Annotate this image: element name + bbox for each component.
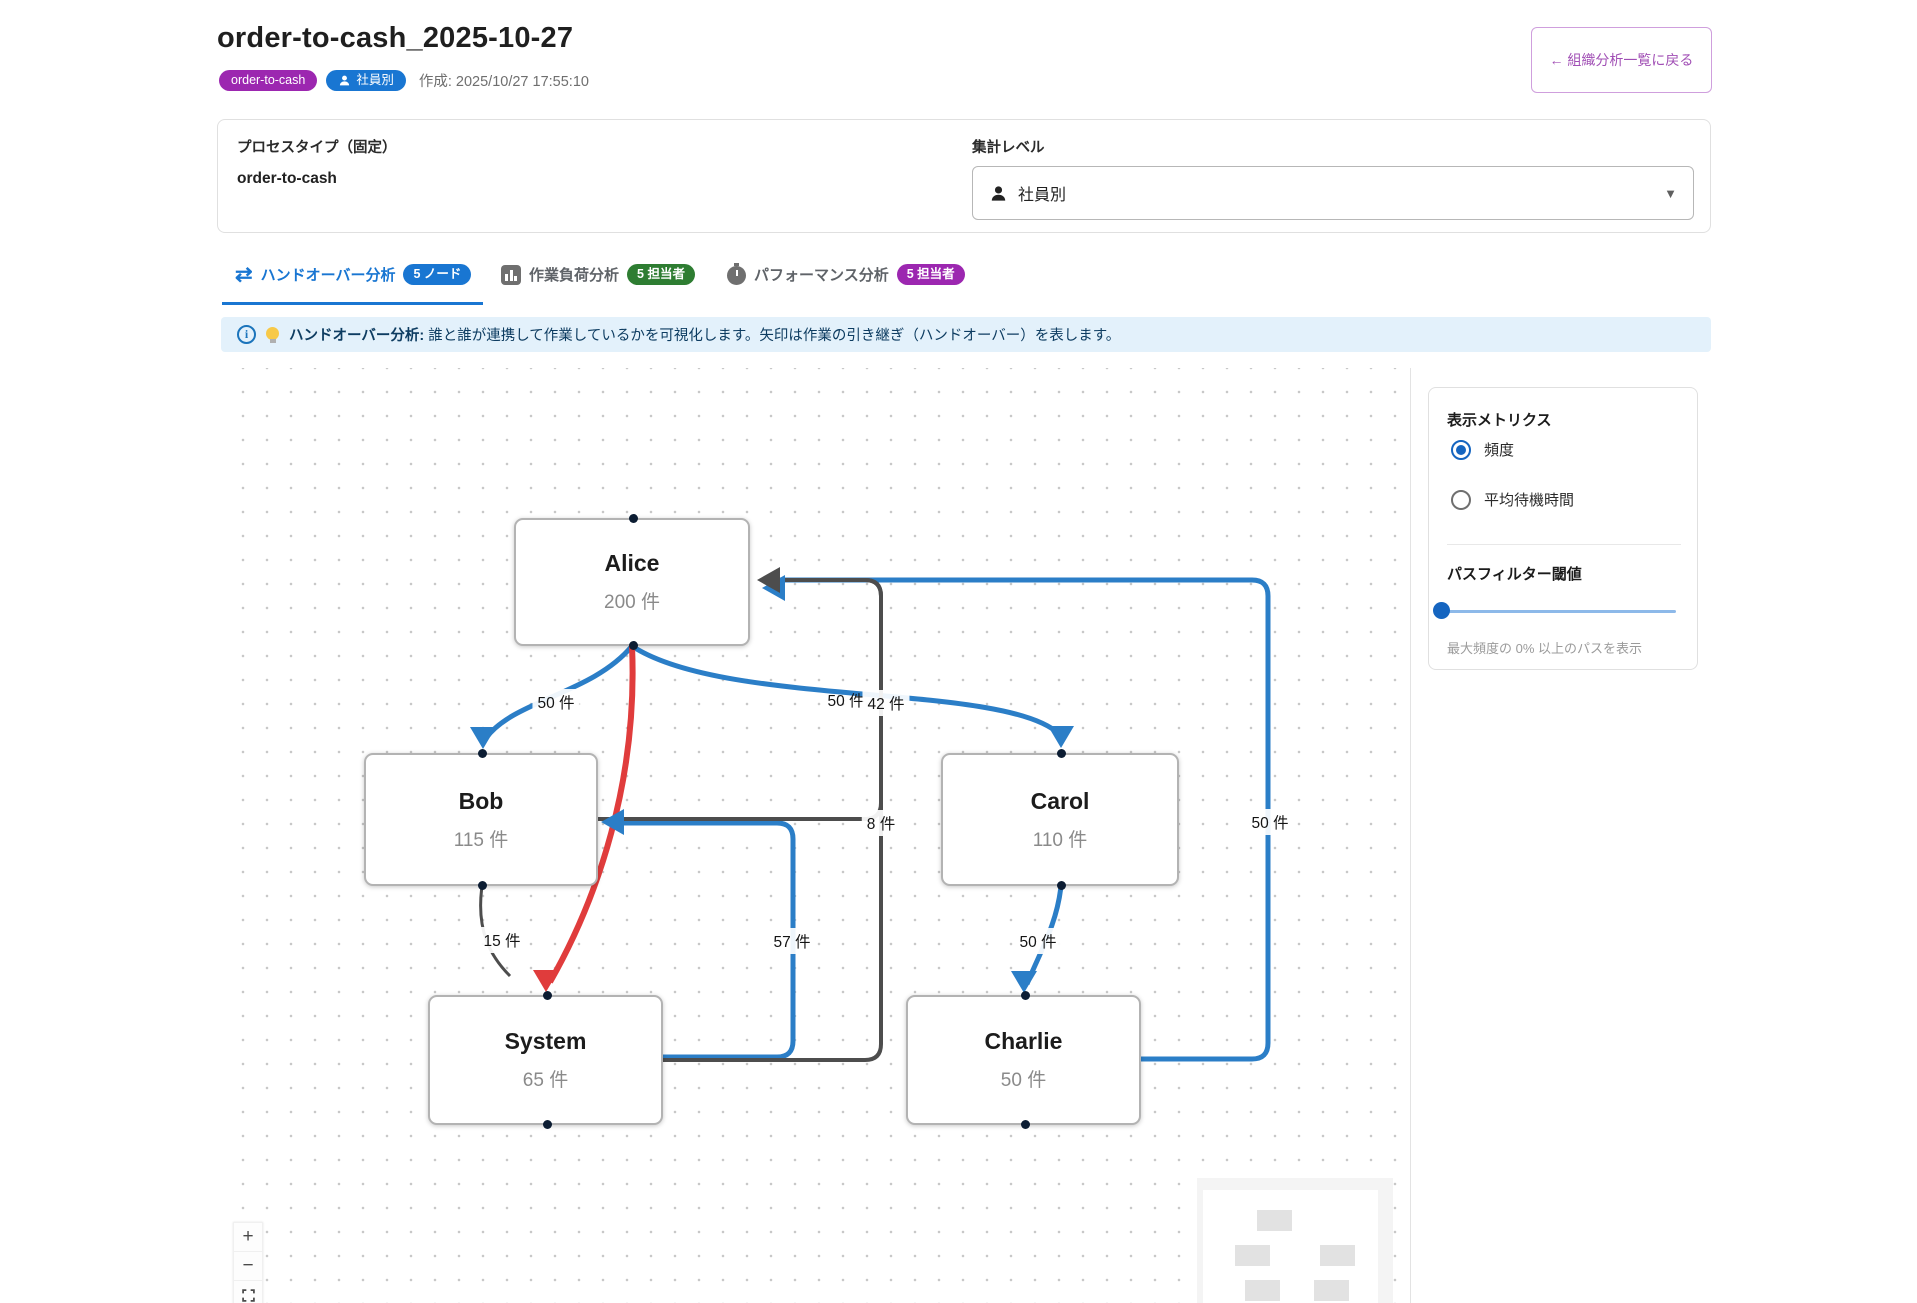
edge-label: 50 件 [827,693,865,710]
arrowhead-icon [1048,726,1074,748]
tab-workload-analysis[interactable]: 作業負荷分析 5 担当者 [501,264,695,285]
node-count: 50 件 [1000,1070,1047,1091]
node-handle-bottom[interactable] [478,881,487,890]
graph-node-charlie[interactable]: Charlie 50 件 [906,991,1141,1129]
aggregation-level-value: 社員別 [1018,187,1067,204]
node-handle-top[interactable] [1057,749,1066,758]
node-label: System [504,1028,587,1054]
threshold-slider-track[interactable] [1448,610,1676,613]
threshold-hint: 最大頻度の 0% 以上のパスを表示 [1447,641,1643,656]
radio-frequency[interactable]: 頻度 [1451,439,1514,460]
created-timestamp: 作成: 2025/10/27 17:55:10 [418,74,589,90]
active-tab-indicator [222,302,483,305]
node-handle-bottom[interactable] [1057,881,1066,890]
page-title: order-to-cash_2025-10-27 [217,22,574,54]
metrics-title: 表示メトリクス [1447,412,1552,429]
node-count: 65 件 [522,1070,569,1091]
radio-unselected-icon [1451,489,1471,510]
arrowhead-icon [601,809,624,835]
back-to-list-button[interactable]: ← 組織分析一覧に戻る [1531,27,1712,93]
minimap-node [1235,1245,1270,1266]
aggregation-level-select[interactable]: 社員別 ▼ [972,166,1694,220]
node-handle-bottom[interactable] [1020,1120,1030,1129]
node-count: 200 件 [604,592,660,613]
info-banner: i ハンドオーバー分析: 誰と誰が連携して作業しているかを可視化します。矢印は作… [221,317,1711,352]
edge-label: 57 件 [768,928,816,954]
node-count: 110 件 [1032,829,1088,851]
path-filter-title: パスフィルター閾値 [1447,566,1582,583]
person-icon [340,75,350,86]
fit-view-button[interactable] [233,1280,263,1303]
arrowhead-icon [1011,971,1037,993]
graph-node-alice[interactable]: Alice 200 件 [514,514,750,650]
tab-count-badge: 5 ノード [403,264,472,285]
graph-node-carol[interactable]: Carol 110 件 [941,749,1179,890]
node-handle-top[interactable] [1020,991,1030,1000]
radio-avg-wait-time[interactable]: 平均待機時間 [1451,489,1574,510]
process-type-value: order-to-cash [237,170,337,187]
swap-arrows-icon: ⇄ [235,263,253,286]
flow-controls: + − [233,1222,263,1303]
threshold-slider-thumb[interactable] [1433,602,1450,619]
edge-label: 8 件 [861,810,901,836]
edge-label: 50 件 [1014,928,1062,954]
aggregation-level-label: 集計レベル [972,140,1045,156]
settings-card: プロセスタイプ（固定） order-to-cash 集計レベル 社員別 ▼ [217,119,1711,233]
edge-alice-system[interactable] [547,645,636,984]
node-label: Carol [1030,787,1090,814]
display-metrics-panel: 表示メトリクス 頻度 平均待機時間 パスフィルター閾値 最大頻度の 0% 以上の… [1428,387,1698,670]
chevron-down-icon: ▼ [1664,185,1677,201]
tab-performance-analysis[interactable]: パフォーマンス分析 5 担当者 [727,263,965,285]
arrowhead-icon [533,970,559,992]
radio-selected-icon [1451,439,1471,460]
node-count: 115 件 [453,829,509,851]
node-label: Bob [458,787,504,814]
radio-label: 平均待機時間 [1484,492,1575,509]
banner-title: ハンドオーバー分析: [289,328,425,344]
fit-view-icon [241,1288,255,1302]
minimap-node [1257,1210,1292,1231]
radio-label: 頻度 [1484,442,1515,459]
minimap-node [1314,1280,1349,1301]
node-handle-top[interactable] [478,749,487,758]
minimap[interactable] [1197,1178,1393,1303]
flow-canvas[interactable]: Alice 200 件 Bob 115 件 Carol 110 件 System [221,368,1411,1303]
node-label: Alice [604,550,660,576]
minimap-node [1245,1280,1280,1301]
stopwatch-icon [727,263,746,285]
zoom-in-button[interactable]: + [233,1222,263,1251]
node-handle-bottom[interactable] [542,1120,552,1129]
node-handle-top[interactable] [629,514,638,523]
node-handle-bottom[interactable] [629,641,638,650]
edge-label: 15 件 [478,927,526,953]
arrowhead-icon [757,567,780,593]
tab-handover-analysis[interactable]: ⇄ ハンドオーバー分析 5 ノード [235,263,472,286]
edge-label: 50 件 [532,689,580,715]
banner-text: 誰と誰が連携して作業しているかを可視化します。矢印は作業の引き継ぎ（ハンドオーバ… [428,328,1121,344]
tab-count-badge: 5 担当者 [627,264,695,285]
bar-chart-icon [501,264,521,285]
person-icon [991,185,1006,201]
edge-label: 50 件 [1246,809,1294,835]
node-handle-top[interactable] [542,991,552,1000]
tab-count-badge: 5 担当者 [896,264,965,285]
minimap-node [1320,1245,1355,1266]
zoom-out-button[interactable]: − [233,1251,263,1280]
graph-node-bob[interactable]: Bob 115 件 [364,749,598,890]
arrowhead-icon [470,727,496,749]
edge-label: 42 件 [862,690,910,716]
header-badges: order-to-cash 社員別 作成: 2025/10/27 17:55:1… [219,70,589,91]
process-type-label: プロセスタイプ（固定） [237,140,397,156]
graph-node-system[interactable]: System 65 件 [428,991,663,1129]
lightbulb-icon [266,327,279,343]
aggregation-level-badge: 社員別 [326,70,406,91]
analysis-tabs: ⇄ ハンドオーバー分析 5 ノード 作業負荷分析 5 担当者 パフォーマンス分析… [0,258,1917,305]
edge-alice-carol[interactable] [630,643,1061,736]
info-icon: i [237,325,256,344]
process-type-badge: order-to-cash [219,70,318,91]
divider [1447,544,1681,545]
node-label: Charlie [984,1028,1063,1054]
